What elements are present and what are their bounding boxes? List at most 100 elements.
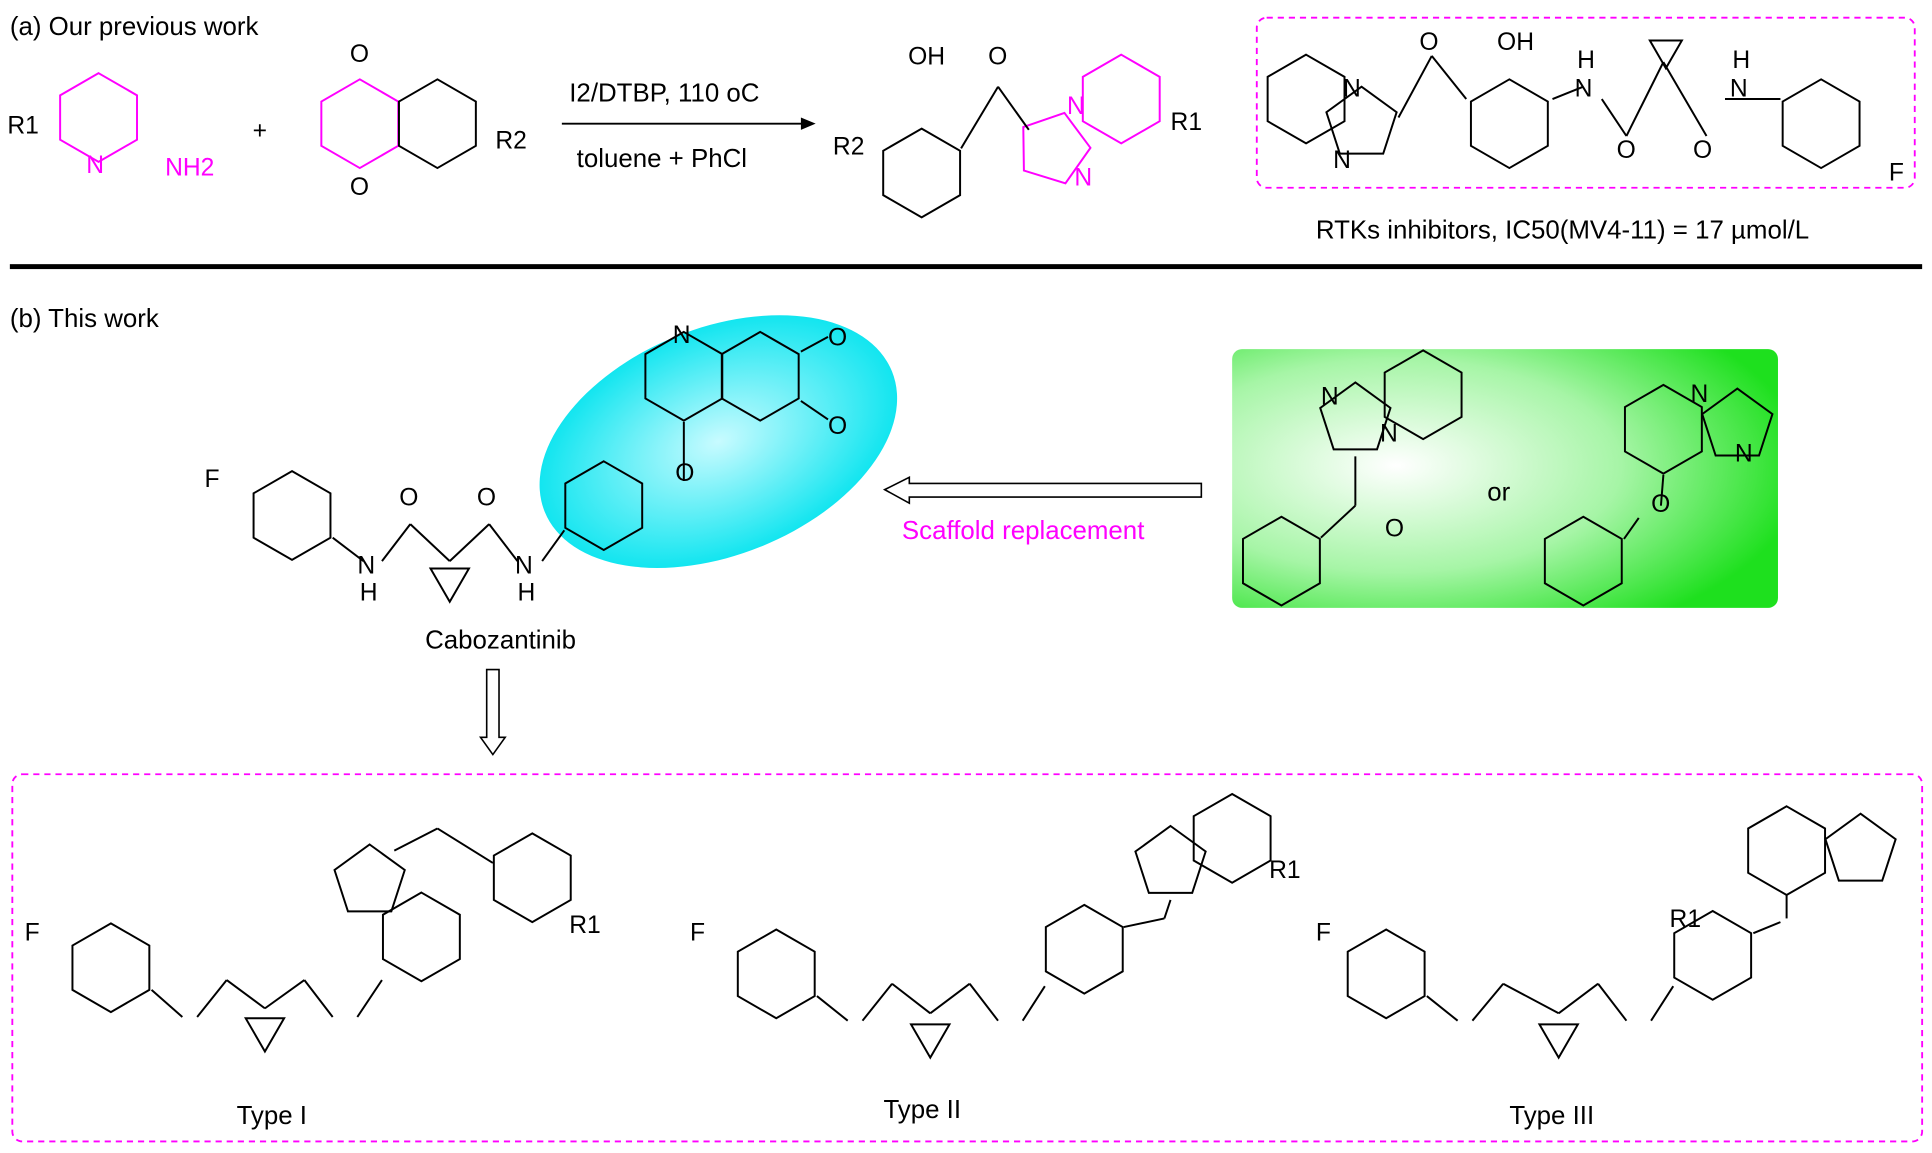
five-membered-ring [1022,111,1092,185]
svg-text:F: F [1889,159,1904,186]
bond [409,523,451,562]
bond [393,827,438,852]
six-membered-ring [1623,383,1703,475]
bond [264,979,305,1010]
bond [1659,474,1665,506]
hollow-arrow-left [882,476,1203,505]
svg-text:N: N [1735,440,1753,467]
bond [997,86,1030,131]
section-a-title: (a) Our previous work [10,13,259,41]
bond [800,400,829,421]
scaffold-replacement-label: Scaffold replacement [902,517,1144,545]
bond [541,529,566,562]
svg-text:O: O [399,485,418,512]
bond [303,979,334,1018]
svg-text:O: O [828,324,847,351]
svg-text:O: O [1617,137,1636,164]
five-membered-ring [1319,381,1392,451]
type-2-label: Type II [883,1096,961,1124]
bond [929,982,971,1015]
svg-text:N: N [673,322,691,349]
svg-text:O: O [1651,491,1670,518]
svg-text:N: N [1321,384,1339,411]
svg-text:N: N [1380,421,1398,448]
r2-label: R2 [495,127,526,154]
six-membered-ring [1346,928,1426,1020]
svg-text:F: F [690,920,705,947]
svg-text:F: F [1316,920,1331,947]
section-b-title: (b) This work [10,305,159,333]
svg-text:N: N [1333,147,1351,174]
six-membered-ring [492,832,572,924]
svg-text:N: N [1575,76,1593,103]
bond [1163,899,1172,919]
bond [196,979,228,1018]
six-membered-ring [1081,53,1161,145]
bond [1662,61,1708,137]
product-n1: N [1067,93,1085,120]
svg-text:O: O [1385,515,1404,542]
six-membered-ring [720,330,800,422]
five-membered-ring [1134,824,1207,894]
bond [968,983,999,1022]
six-membered-ring [1747,805,1827,897]
bond [332,536,365,562]
highlight-ellipse [539,315,898,568]
svg-text:N: N [1730,76,1748,103]
plus-sign: + [253,117,267,144]
svg-text:F: F [25,920,40,947]
six-membered-ring [1781,78,1861,170]
type-3-r1: R1 [1670,906,1701,933]
product-r2: R2 [833,133,864,160]
six-membered-ring [736,928,816,1020]
bond [1752,921,1781,935]
boxed-compound-frame [1255,16,1916,189]
r1-label: R1 [7,113,38,140]
inhibitor-caption: RTKs inhibitors, IC50(MV4-11) = 17 µmol/… [1316,216,1809,244]
svg-text:N: N [1343,76,1361,103]
five-membered-ring [1701,387,1774,457]
product-r1: R1 [1171,109,1202,136]
bond [1502,982,1560,1015]
type-1-r1: R1 [569,912,600,939]
bond [449,523,490,562]
bond [960,86,999,149]
bond [1552,85,1584,100]
product-n2: N [1074,164,1092,191]
bond [800,335,829,353]
cabozantinib-name: Cabozantinib [425,627,576,655]
bond [150,989,184,1018]
arrow-head [800,117,816,130]
bond [1600,98,1628,137]
svg-text:F: F [205,466,220,493]
bond [381,523,412,562]
cyclopropane-ring [909,1023,952,1060]
svg-text:N: N [515,552,533,579]
bond [1625,61,1665,137]
six-membered-ring [1673,909,1753,1001]
svg-text:O: O [477,485,496,512]
bond [1397,55,1433,118]
amine-label: NH2 [165,154,214,181]
chromone-carbonyl-o: O [350,41,369,68]
bond [356,979,383,1018]
bond [861,983,893,1022]
product-oh: OH [908,44,945,71]
six-membered-ring [381,891,461,983]
conditions-top: I2/DTBP, 110 oC [569,80,759,108]
bond [1430,55,1468,100]
cyclopropane-ring [428,567,471,604]
bond [1558,982,1599,1015]
five-membered-ring [333,843,406,913]
bond [226,979,266,1010]
six-membered-ring [564,460,644,552]
six-membered-ring [59,72,138,164]
bond [1597,983,1628,1022]
six-membered-ring [1383,349,1463,441]
svg-text:O: O [828,413,847,440]
bond [1021,985,1046,1022]
six-membered-ring [1469,78,1549,170]
six-membered-ring [397,78,477,170]
section-divider [9,264,1923,270]
